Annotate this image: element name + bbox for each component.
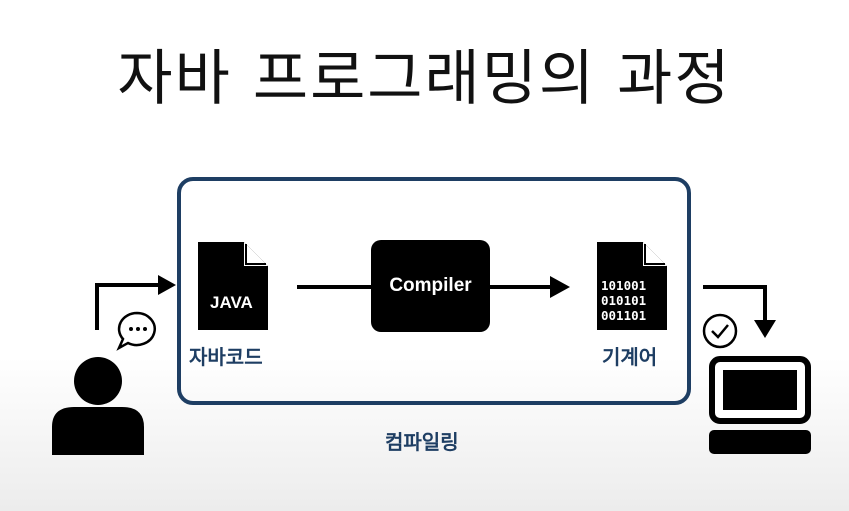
compiler-box: Compiler — [371, 240, 490, 332]
compiling-label: 컴파일링 — [385, 430, 459, 454]
binary-line: 001101 — [601, 308, 647, 323]
binary-file-icon — [597, 242, 667, 330]
compile-frame — [177, 177, 691, 405]
input-arrow-head — [158, 275, 176, 295]
output-arrow-head — [754, 320, 776, 338]
check-icon — [702, 313, 738, 349]
machine-code-label: 기계어 — [602, 345, 658, 369]
java-code-label: 자바코드 — [189, 345, 263, 369]
compiler-label: Compiler — [389, 275, 472, 296]
computer-icon — [709, 356, 811, 454]
person-icon — [52, 357, 144, 455]
page-title: 자바 프로그래밍의 과정 — [117, 44, 732, 114]
binary-content: 101001 010101 001101 — [601, 278, 646, 323]
binary-line: 010101 — [601, 293, 647, 308]
compiler-to-binary-head — [550, 276, 570, 298]
java-badge: JAVA — [210, 293, 253, 312]
binary-line: 101001 — [601, 278, 647, 293]
speech-bubble-icon — [116, 311, 156, 351]
java-file-icon — [198, 242, 268, 330]
output-arrow — [703, 285, 767, 322]
input-arrow — [95, 283, 160, 330]
